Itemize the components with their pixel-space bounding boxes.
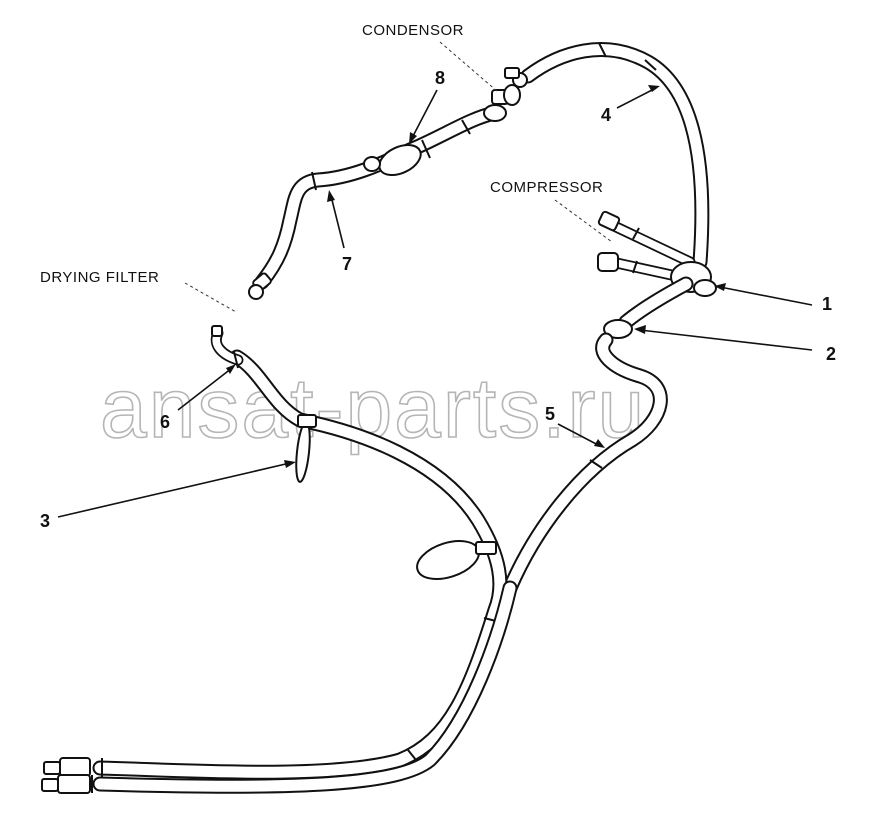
callout-4: 4 — [601, 105, 611, 125]
leader-5 — [557, 423, 601, 447]
leader-1 — [719, 286, 813, 306]
hose-7 — [254, 105, 503, 290]
clamp-lower — [416, 540, 497, 580]
leader-6 — [177, 367, 233, 411]
drying-filter-upper-fitting — [248, 272, 272, 300]
arrow-4 — [648, 85, 660, 92]
arrow-5 — [594, 439, 605, 448]
compressor-label: COMPRESSOR — [490, 179, 603, 196]
arrow-6 — [226, 364, 236, 374]
leader-2 — [639, 329, 813, 351]
leader-7 — [330, 195, 345, 249]
hose-4 — [504, 42, 710, 270]
arrow-8 — [409, 132, 417, 144]
hose-2 — [603, 276, 694, 339]
callout-8: 8 — [435, 68, 445, 88]
leader-8 — [411, 89, 438, 139]
arrow-1 — [714, 283, 726, 291]
compressor-manifold — [597, 210, 717, 297]
arrow-7 — [327, 190, 335, 202]
drying-filter-fitting — [210, 325, 244, 369]
drying-filter-guide — [184, 282, 237, 313]
callout-5: 5 — [545, 404, 555, 424]
condensor-guide — [439, 41, 499, 93]
hose-5-lower — [91, 580, 518, 794]
arrow-2 — [634, 325, 646, 334]
callout-2: 2 — [826, 344, 836, 364]
arrow-3 — [284, 460, 296, 468]
callout-1: 1 — [822, 294, 832, 314]
leader-4 — [616, 87, 657, 109]
hose-8-sleeve — [363, 143, 422, 177]
leader-3 — [57, 462, 291, 518]
callout-6: 6 — [160, 412, 170, 432]
callout-3: 3 — [40, 511, 50, 531]
drying-filter-label: DRYING FILTER — [40, 269, 159, 286]
hose-5 — [502, 332, 668, 596]
callout-7: 7 — [342, 254, 352, 274]
condensor-label: CONDENSOR — [362, 22, 464, 39]
bottom-fittings — [41, 757, 91, 794]
clamp-3 — [295, 414, 317, 483]
condensor-fitting — [483, 84, 521, 122]
